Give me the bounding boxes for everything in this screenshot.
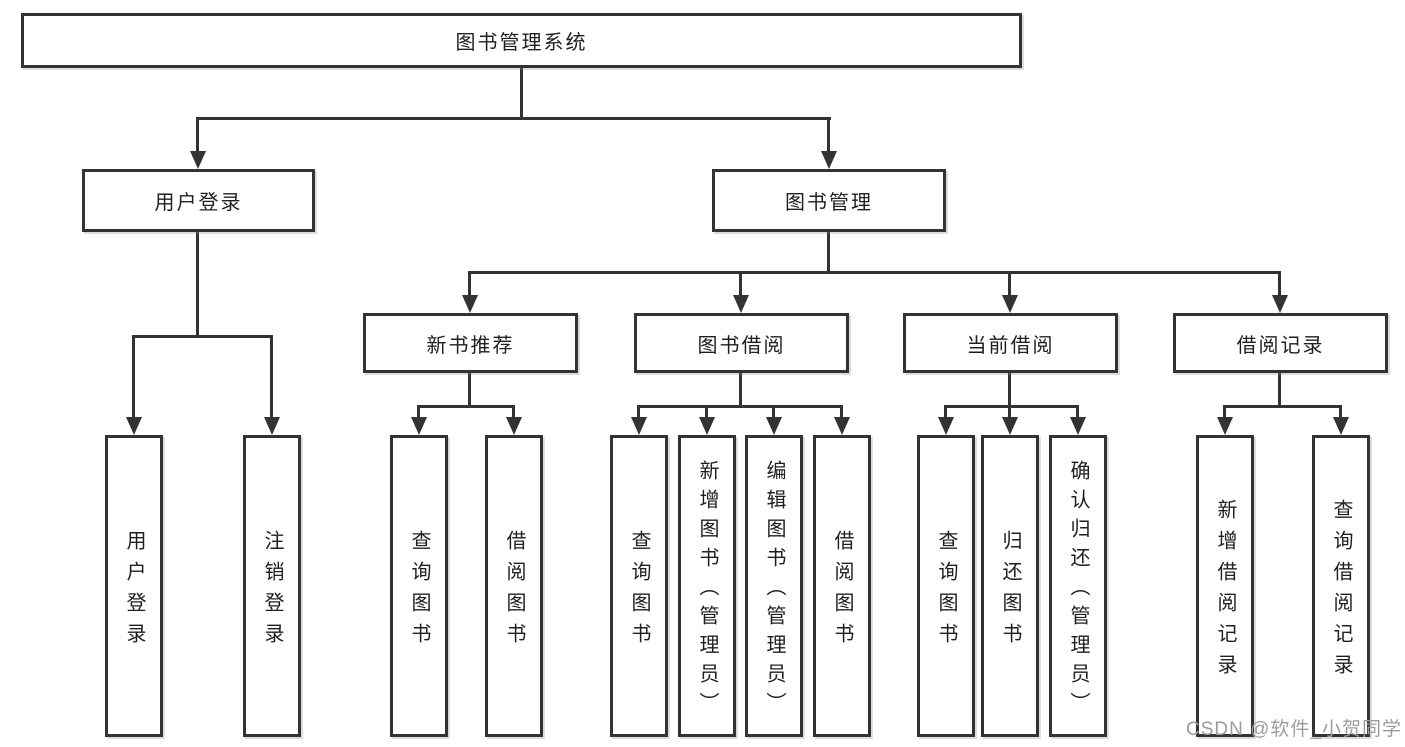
leaf-bb-query-book: 查询图书	[610, 435, 668, 737]
arrowhead-nbr-query	[411, 417, 427, 435]
connector-br-add-shaft	[1223, 405, 1226, 419]
leaf-bb-query-book-label: 查询图书	[628, 529, 650, 654]
arrowhead-book-borrow	[733, 295, 749, 313]
connector-root-bar	[197, 117, 831, 120]
node-user-login-label: 用户登录	[154, 192, 243, 214]
connector-current-borrow-shaft	[1008, 271, 1011, 297]
arrowhead-borrow-record	[1272, 295, 1288, 313]
connector-user-login-shaft	[196, 117, 199, 153]
leaf-nbr-query-book-label: 查询图书	[408, 529, 430, 654]
leaf-bb-edit-book-admin-label: 编辑图书（管理员）	[763, 460, 785, 721]
connector-bb-add-shaft	[705, 405, 708, 419]
connector-root-stem	[520, 68, 523, 119]
leaf-cb-query-book: 查询图书	[917, 435, 975, 737]
node-book-management-label: 图书管理	[785, 192, 873, 214]
arrowhead-nbr-borrow	[506, 417, 522, 435]
connector-br-stem	[1278, 373, 1281, 408]
connector-new-book-recommend-shaft	[468, 271, 471, 297]
leaf-user-login-label: 用户登录	[123, 529, 145, 654]
connector-borrow-record-shaft	[1278, 271, 1281, 297]
node-current-borrow-label: 当前借阅	[966, 334, 1055, 357]
node-root: 图书管理系统	[21, 13, 1022, 68]
arrowhead-cb-query	[938, 417, 954, 435]
leaf-cb-return-book-label: 归还图书	[999, 529, 1021, 654]
arrowhead-br-add	[1217, 417, 1233, 435]
connector-book-management-stem	[827, 232, 830, 273]
arrowhead-bb-query	[631, 417, 647, 435]
connector-bb-query-shaft	[637, 405, 640, 419]
arrowhead-br-query	[1333, 417, 1349, 435]
connector-book-borrow-shaft	[739, 271, 742, 297]
arrowhead-bb-borrow	[834, 417, 850, 435]
connector-bb-stem	[739, 373, 742, 408]
connector-nbr-bar	[419, 405, 515, 408]
arrowhead-cb-confirm	[1070, 417, 1086, 435]
connector-bb-borrow-shaft	[840, 405, 843, 419]
node-book-borrow: 图书借阅	[634, 313, 849, 373]
node-new-book-recommend-label: 新书推荐	[426, 334, 515, 357]
connector-nbr-stem	[468, 373, 471, 408]
arrowhead-leaf-logout	[264, 417, 280, 435]
leaf-cb-confirm-return-admin-label: 确认归还（管理员）	[1067, 460, 1089, 721]
connector-bb-bar	[639, 405, 843, 408]
node-book-borrow-label: 图书借阅	[697, 334, 786, 357]
leaf-br-add-record: 新增借阅记录	[1196, 435, 1254, 737]
connector-cb-stem	[1008, 373, 1011, 408]
leaf-bb-borrow-book-label: 借阅图书	[831, 529, 853, 654]
leaf-cb-confirm-return-admin: 确认归还（管理员）	[1049, 435, 1107, 737]
node-new-book-recommend: 新书推荐	[363, 313, 578, 373]
connector-user-login-bar	[133, 335, 273, 338]
connector-nbr-query-shaft	[417, 405, 420, 419]
node-book-management: 图书管理	[712, 169, 946, 232]
connector-nbr-borrow-shaft	[512, 405, 515, 419]
connector-cb-query-shaft	[944, 405, 947, 419]
arrowhead-cb-return	[1002, 417, 1018, 435]
arrowhead-bb-edit	[766, 417, 782, 435]
node-root-label: 图书管理系统	[455, 32, 588, 54]
node-borrow-record: 借阅记录	[1173, 313, 1388, 373]
leaf-cb-return-book: 归还图书	[981, 435, 1039, 737]
connector-cb-bar	[946, 405, 1079, 408]
node-current-borrow: 当前借阅	[903, 313, 1118, 373]
leaf-br-query-record: 查询借阅记录	[1312, 435, 1370, 737]
leaf-bb-add-book-admin: 新增图书（管理员）	[678, 435, 736, 737]
leaf-bb-edit-book-admin: 编辑图书（管理员）	[745, 435, 803, 737]
leaf-bb-add-book-admin-label: 新增图书（管理员）	[696, 460, 718, 721]
connector-leaf-logout-shaft	[270, 335, 273, 419]
watermark-text: CSDN @软件_小贺同学	[1186, 719, 1402, 740]
connector-user-login-stem	[196, 232, 199, 337]
leaf-bb-borrow-book: 借阅图书	[813, 435, 871, 737]
connector-bb-edit-shaft	[772, 405, 775, 419]
arrowhead-leaf-user-login	[126, 417, 142, 435]
leaf-nbr-borrow-book-label: 借阅图书	[503, 529, 525, 654]
connector-book-management-shaft	[827, 117, 830, 153]
leaf-br-query-record-label: 查询借阅记录	[1330, 498, 1352, 685]
leaf-logout: 注销登录	[243, 435, 301, 737]
leaf-nbr-query-book: 查询图书	[390, 435, 448, 737]
leaf-br-add-record-label: 新增借阅记录	[1214, 498, 1236, 685]
connector-leaf-user-login-shaft	[132, 335, 135, 419]
leaf-nbr-borrow-book: 借阅图书	[485, 435, 543, 737]
arrowhead-current-borrow	[1002, 295, 1018, 313]
leaf-logout-label: 注销登录	[261, 529, 283, 654]
node-user-login: 用户登录	[82, 169, 315, 232]
connector-cb-return-shaft	[1008, 405, 1011, 419]
arrowhead-new-book-recommend	[462, 295, 478, 313]
connector-cb-confirm-shaft	[1076, 405, 1079, 419]
arrowhead-book-management	[821, 151, 837, 169]
connector-br-query-shaft	[1339, 405, 1342, 419]
connector-br-bar	[1225, 405, 1342, 408]
node-borrow-record-label: 借阅记录	[1236, 334, 1325, 357]
arrowhead-bb-add	[699, 417, 715, 435]
connector-book-management-bar	[469, 271, 1281, 274]
arrowhead-user-login	[190, 151, 206, 169]
leaf-user-login: 用户登录	[105, 435, 163, 737]
leaf-cb-query-book-label: 查询图书	[935, 529, 957, 654]
